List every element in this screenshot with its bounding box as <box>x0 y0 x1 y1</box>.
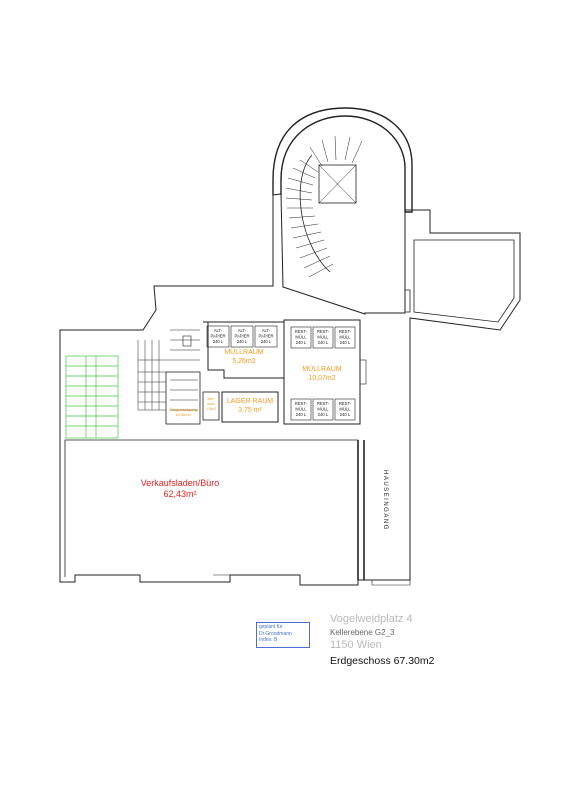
bin-label: 240 L <box>318 412 329 417</box>
bin-label: MÜLL <box>295 407 307 412</box>
muell2-area: 10,07m2 <box>308 375 335 382</box>
title-block: Vogelweidplatz 4 Kellerebene G2_3 1150 W… <box>330 613 434 667</box>
lager-wall <box>221 391 279 423</box>
lager-area: 3,75 m² <box>238 407 262 414</box>
green-stair <box>65 355 119 439</box>
note-line-3: Index: B <box>259 637 278 643</box>
muell1-name: MÜLLRAUM <box>224 348 263 356</box>
right-room <box>413 239 515 323</box>
bin-label: 240 L <box>296 412 307 417</box>
bin-box <box>312 326 334 349</box>
tower-wall <box>272 107 413 213</box>
bin-label: MÜLL <box>317 407 329 412</box>
city: 1150 Wien <box>330 639 382 651</box>
bin-box <box>230 325 254 348</box>
bin-box <box>312 398 334 421</box>
stiege-wall <box>165 371 201 425</box>
sub-title: Kellerebene G2_3 <box>330 628 395 637</box>
bin-label: 240 L <box>318 340 329 345</box>
outer-wall <box>59 193 521 586</box>
muellraum-1-wall <box>203 321 285 379</box>
bin-label: REST- <box>339 329 352 334</box>
bin-label: 240 L <box>340 412 351 417</box>
bin-label: MÜLL <box>295 335 307 340</box>
bin-label: 240 L <box>296 340 307 345</box>
hauseingang-label: HAUSEINGANG <box>382 470 388 531</box>
small-room-label-line: 1,5m2 <box>206 407 216 411</box>
bin-label: REST- <box>295 401 308 406</box>
bin-box <box>290 398 312 421</box>
stiege-area: 16,30m2 <box>175 412 191 417</box>
floor-label: Erdgeschoss 67.30m2 <box>330 655 435 667</box>
note-line-2: Dr.Grondmann <box>259 630 292 637</box>
note-box: geplant für Dr.Grondmann Index: B <box>256 622 310 648</box>
bin-box <box>290 326 312 349</box>
bin-label: ALT- <box>214 328 223 333</box>
bin-label: REST- <box>317 329 330 334</box>
bin-box <box>334 398 356 421</box>
muell1-area: 5,26m2 <box>232 358 255 365</box>
tower-void <box>318 164 357 204</box>
bin-label: ALT- <box>238 328 247 333</box>
bin-box <box>334 326 356 349</box>
bin-label: 240 L <box>340 340 351 345</box>
bin-label: 240 L <box>237 339 248 344</box>
bin-label: MÜLL <box>339 335 351 340</box>
note-line-1: geplant für <box>259 624 283 630</box>
bin-label: ALT- <box>262 328 271 333</box>
bin-label: REST- <box>317 401 330 406</box>
bin-label: MÜLL <box>339 407 351 412</box>
bin-label: PAPIER <box>234 334 249 339</box>
address: Vogelweidplatz 4 <box>330 613 413 625</box>
verkauf-area: 62,43m² <box>163 489 196 499</box>
stiege-name: Stiegenaufgang <box>169 407 197 412</box>
bin-label: PAPIER <box>210 334 225 339</box>
small-room-label-line: raum <box>207 402 215 406</box>
verkauf-name: Verkaufsladen/Büro <box>141 478 220 488</box>
bin-label: MÜLL <box>317 335 329 340</box>
muell2-name: MÜLLRAUM <box>302 365 341 373</box>
bin-label: REST- <box>295 329 308 334</box>
bin-label: 240 L <box>261 339 272 344</box>
spiral-stair <box>285 135 363 278</box>
lager-name: LAGER RAUM <box>227 398 273 405</box>
bin-box <box>254 325 278 348</box>
left-stair <box>137 329 200 411</box>
small-room-label-line: abb. <box>208 397 215 401</box>
bin-label: REST- <box>339 401 352 406</box>
bin-label: PAPIER <box>258 334 273 339</box>
inner-wall <box>64 439 359 577</box>
bin-label: 240 L <box>213 339 224 344</box>
bin-box <box>206 325 230 348</box>
